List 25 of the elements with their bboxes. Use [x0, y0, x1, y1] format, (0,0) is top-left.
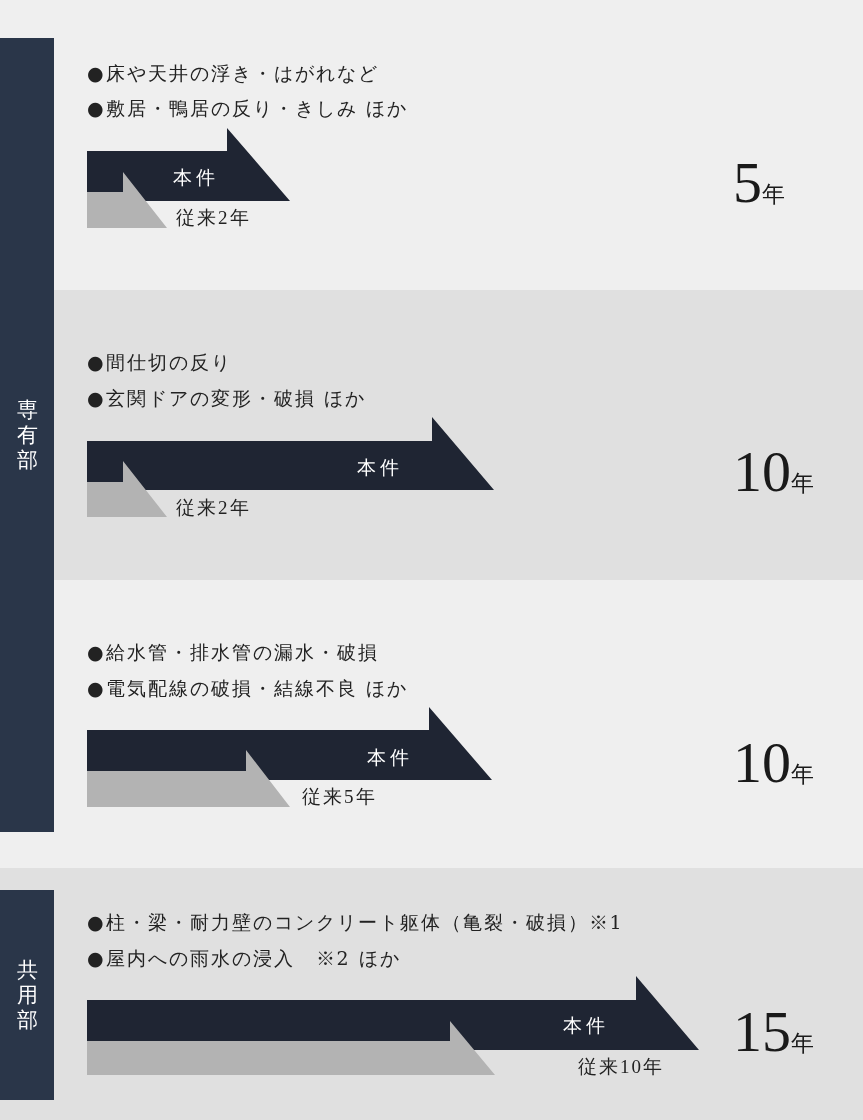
period-label: 従来2年 — [176, 497, 251, 519]
arrow-label: 本件 — [367, 746, 413, 768]
bullet-text: ●屋内への雨水の浸入 ※2 ほか — [87, 946, 401, 970]
category-bar — [0, 890, 54, 1100]
category-label: 共用部 — [16, 957, 38, 1033]
bullet-text: ●敷居・鴨居の反り・きしみ ほか — [87, 96, 408, 120]
period-label: 従来5年 — [302, 786, 377, 808]
arrow-label: 本件 — [563, 1014, 609, 1036]
category-bar — [0, 38, 54, 832]
year-value: 15年 — [733, 1003, 814, 1066]
year-value: 10年 — [733, 734, 814, 797]
bullet-text: ●柱・梁・耐力壁のコンクリート躯体（亀裂・破損）※1 — [87, 910, 624, 934]
bullet-text: ●床や天井の浮き・はがれなど — [87, 61, 379, 85]
year-value: 5年 — [733, 154, 785, 217]
arrow-label: 本件 — [173, 166, 219, 188]
bullet-text: ●玄関ドアの変形・破損 ほか — [87, 386, 366, 410]
year-value: 10年 — [733, 443, 814, 506]
bullet-text: ●間仕切の反り — [87, 350, 232, 374]
arrow-label: 本件 — [357, 456, 403, 478]
bullet-text: ●給水管・排水管の漏水・破損 — [87, 640, 379, 664]
row-band — [0, 868, 863, 1120]
period-label: 従来2年 — [176, 207, 251, 229]
category-label: 専有部 — [16, 397, 38, 473]
bullet-text: ●電気配線の破損・結線不良 ほか — [87, 676, 408, 700]
row-band — [54, 290, 863, 580]
